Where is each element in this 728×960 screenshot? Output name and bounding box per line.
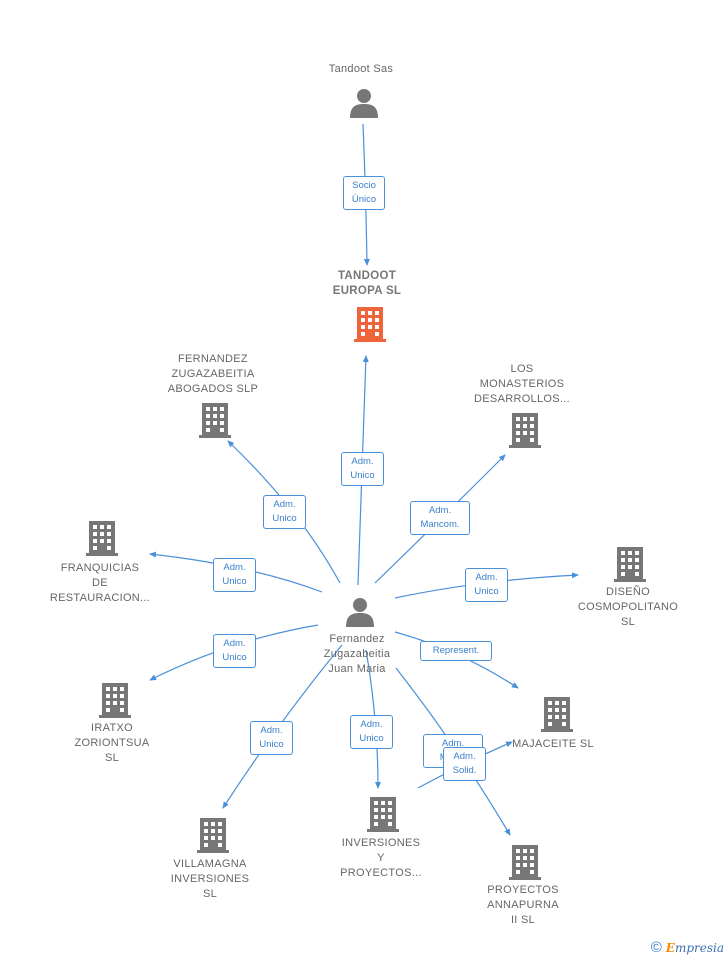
node-label-los-monasterios[interactable]: LOS MONASTERIOS DESARROLLOS... <box>474 363 570 405</box>
relation-badge[interactable]: Socio Único <box>343 176 385 210</box>
building-icon[interactable] <box>614 547 646 582</box>
building-icon[interactable] <box>367 797 399 832</box>
node-label-franquicias[interactable]: FRANQUICIAS DE RESTAURACION... <box>49 562 151 604</box>
building-icon[interactable] <box>509 413 541 448</box>
node-label-fernandez-abogados[interactable]: FERNANDEZ ZUGAZABEITIA ABOGADOS SLP <box>167 353 259 395</box>
node-label-inversiones[interactable]: INVERSIONES Y PROYECTOS... <box>340 837 422 879</box>
building-icon[interactable] <box>354 307 386 342</box>
person-icon[interactable] <box>346 598 374 627</box>
node-label-villamagna[interactable]: VILLAMAGNA INVERSIONES SL <box>170 858 250 900</box>
relation-badge[interactable]: Adm. Unico <box>263 495 306 529</box>
building-icon[interactable] <box>541 697 573 732</box>
building-icon[interactable] <box>99 683 131 718</box>
relation-badge[interactable]: Adm. Unico <box>213 634 256 668</box>
node-label-diseno[interactable]: DISEÑO COSMOPOLITANO SL <box>577 586 679 628</box>
relation-badge[interactable]: Adm. Unico <box>465 568 508 602</box>
node-label-iratxo[interactable]: IRATXO ZORIONTSUA SL <box>74 722 150 764</box>
node-label-person-center[interactable]: Fernandez Zugazabeitia Juan Maria <box>323 633 391 675</box>
empresia-logo[interactable]: ©Empresia <box>651 939 724 956</box>
building-icon[interactable] <box>197 818 229 853</box>
building-icon[interactable] <box>86 521 118 556</box>
relation-badge[interactable]: Adm. Solid. <box>443 747 486 781</box>
relation-badge[interactable]: Adm. Mancom. <box>410 501 470 535</box>
relation-badge[interactable]: Adm. Unico <box>250 721 293 755</box>
node-label-tandoot-sas[interactable]: Tandoot Sas <box>328 63 394 75</box>
brand-text: mpresia <box>674 941 724 955</box>
relation-badge[interactable]: Adm. Unico <box>341 452 384 486</box>
node-label-majaceite[interactable]: MAJACEITE SL <box>512 738 594 750</box>
copyright-icon: © <box>650 939 662 956</box>
relation-badge[interactable]: Adm. Unico <box>350 715 393 749</box>
building-icon[interactable] <box>509 845 541 880</box>
building-icon[interactable] <box>199 403 231 438</box>
node-label-annapurna[interactable]: PROYECTOS ANNAPURNA II SL <box>487 884 559 926</box>
relation-badge[interactable]: Represent. <box>420 641 492 661</box>
person-icon[interactable] <box>350 89 378 118</box>
node-label-tandoot-europa[interactable]: TANDOOT EUROPA SL <box>332 270 402 297</box>
relation-badge[interactable]: Adm. Unico <box>213 558 256 592</box>
brand-initial: E <box>665 941 675 955</box>
